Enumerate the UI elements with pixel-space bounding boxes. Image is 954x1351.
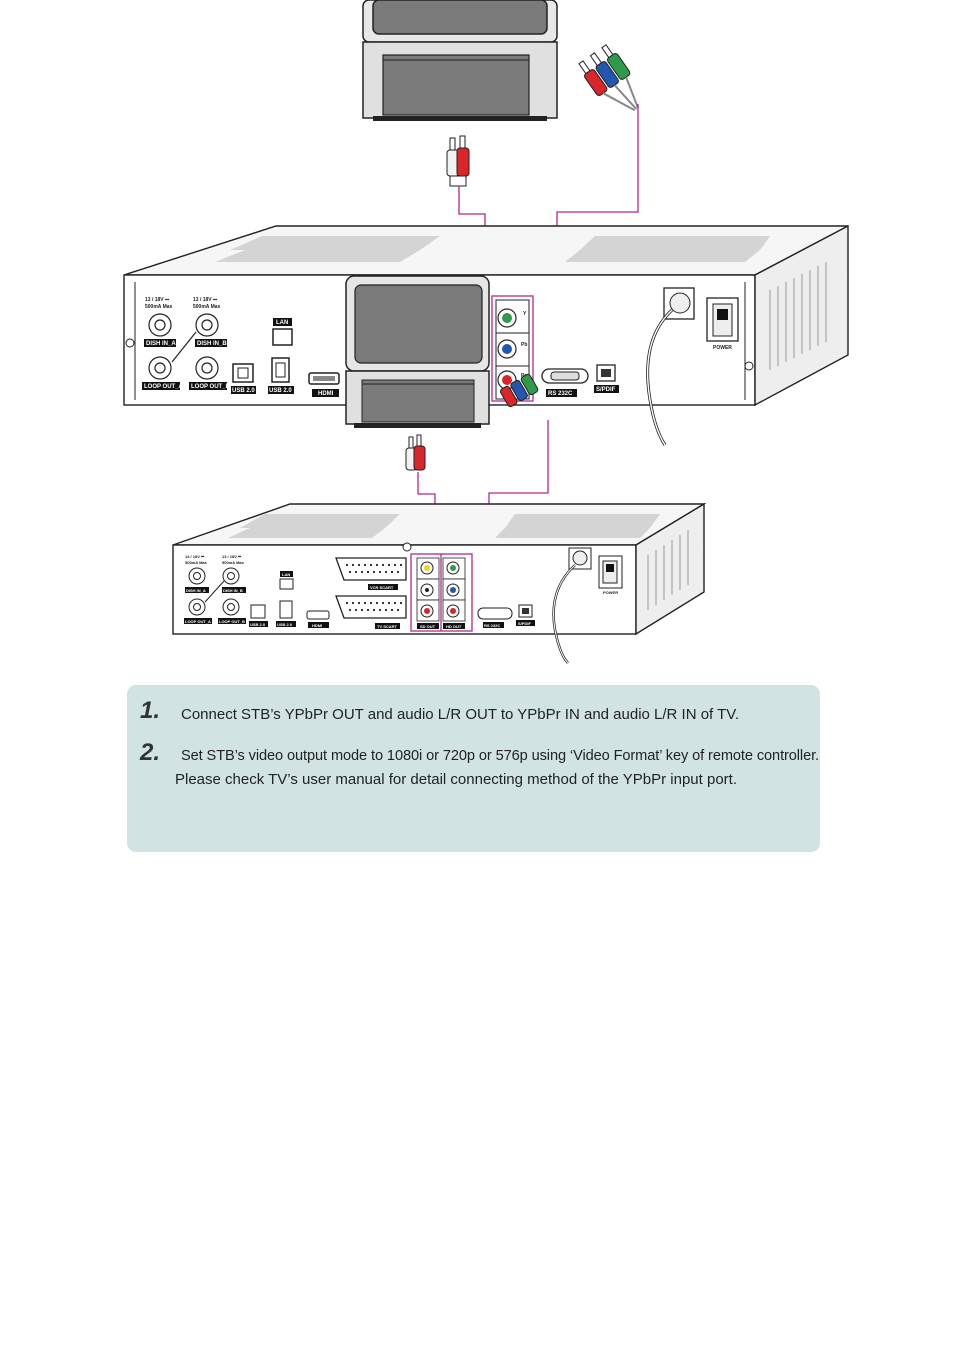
step-1-number: 1. — [140, 697, 161, 724]
tv-scart-label: TV SCART — [377, 624, 398, 629]
b-loop-out-b-label: LOOP OUT_B — [219, 619, 245, 624]
b-dish-in-b-label: DISH IN_B — [223, 588, 243, 593]
vcr-scart-label: VCR SCART — [370, 585, 394, 590]
audio-plugs-mid — [405, 434, 426, 471]
dish-connectors — [148, 313, 219, 380]
stb-top: 13 / 18V ⎓ 500mA Max 13 / 18V ⎓ 500mA Ma… — [123, 224, 849, 446]
b-rs232c-label: RS 232C — [484, 623, 500, 628]
b-dish-in-a-label: DISH IN_A — [186, 588, 206, 593]
b-hdmi-label: HDMI — [312, 623, 322, 628]
component-plugs-top — [578, 44, 639, 112]
step-2-text: Set STB’s video output mode to 1080i or … — [181, 748, 820, 764]
rs232c-label: RS 232C — [548, 391, 573, 397]
spdif-label: S/PDIF — [596, 387, 616, 393]
usb2-label: USB 2.0 — [269, 388, 292, 394]
dish-in-a-label: DISH IN_A — [146, 341, 176, 347]
y-label: Y — [523, 311, 527, 317]
power-label: POWER — [713, 345, 732, 351]
b-dish-spec-a-sub-label: 500mA Max — [185, 560, 208, 565]
step-1-text: Connect STB’s YPbPr OUT and audio L/R OU… — [181, 706, 740, 723]
b-lan-label: LAN — [282, 572, 290, 577]
b-dish-spec-a-label: 13 / 18V ⎓ — [185, 554, 205, 559]
step-2-note: Please check TV’s user manual for detail… — [175, 771, 737, 788]
lan-label: LAN — [276, 320, 288, 326]
b-loop-out-a-label: LOOP OUT_A — [185, 619, 211, 624]
tv-top — [362, 0, 558, 121]
dish-spec-b-label: 13 / 18V ⎓ — [193, 297, 217, 303]
loop-out-b-label: LOOP OUT_B — [191, 384, 231, 390]
pb-label: Pb — [521, 342, 527, 348]
loop-out-a-label: LOOP OUT_A — [144, 384, 184, 390]
b-usb1-label: USB 2.0 — [250, 622, 266, 627]
b-dish-spec-b-sub-label: 500mA Max — [222, 560, 245, 565]
component-plugs-mid — [500, 373, 539, 408]
stb-bottom: 13 / 18V ⎓ 500mA Max 13 / 18V ⎓ 500mA Ma… — [172, 502, 707, 664]
dish-spec-a-label: 13 / 18V ⎓ — [145, 297, 169, 303]
hdmi-label: HDMI — [318, 391, 334, 397]
hd-out-label: HD OUT — [446, 624, 462, 629]
b-spdif-label: S/PDIF — [518, 621, 531, 626]
instruction-panel — [127, 685, 820, 852]
tv-middle — [345, 275, 490, 428]
b-usb2-label: USB 2.0 — [277, 622, 293, 627]
dish-spec-a-sub-label: 500mA Max — [145, 304, 173, 310]
step-2-number: 2. — [140, 739, 161, 766]
b-dish-spec-b-label: 13 / 18V ⎓ — [222, 554, 242, 559]
b-power-label: POWER — [603, 590, 618, 595]
usb1-label: USB 2.0 — [232, 388, 255, 394]
dish-spec-b-sub-label: 500mA Max — [193, 304, 221, 310]
audio-plugs-top — [446, 135, 470, 187]
dish-in-b-label: DISH IN_B — [197, 341, 227, 347]
connection-diagram: 13 / 18V ⎓ 500mA Max 13 / 18V ⎓ 500mA Ma… — [123, 0, 849, 664]
sd-out-label: SD OUT — [420, 624, 436, 629]
